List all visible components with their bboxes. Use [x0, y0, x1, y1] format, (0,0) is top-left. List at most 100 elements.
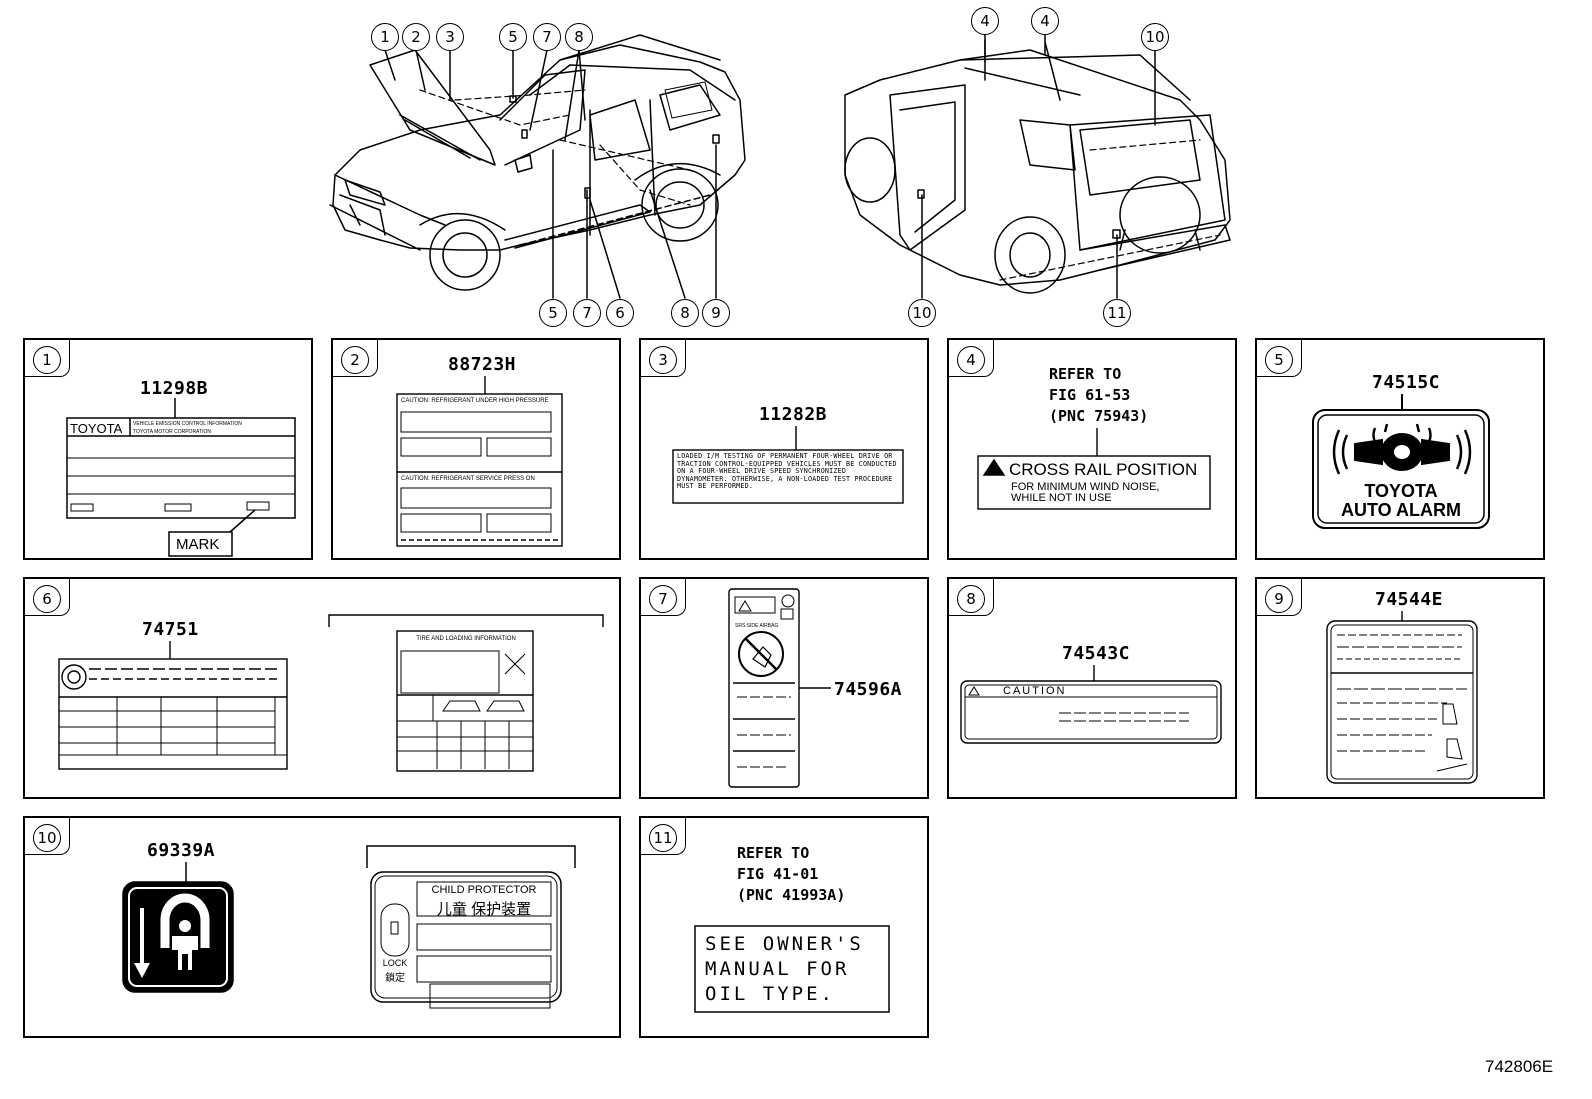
panel-6: 6 74751 TIRE AND LOADING INFOR — [23, 577, 621, 799]
auto-alarm-line-1: TOYOTA — [1364, 481, 1438, 501]
cross-rail-label-drawing — [977, 428, 1211, 510]
callout-8-front-top: 8 — [565, 23, 593, 51]
caution-title: CAUTION — [1003, 685, 1067, 697]
panel-corner — [1257, 340, 1302, 377]
drawing-id: 742806E — [1485, 1057, 1554, 1076]
panel-number: 3 — [649, 346, 677, 374]
panel-corner — [25, 818, 70, 855]
refer-to-text: REFER TO — [1049, 365, 1122, 383]
panel-8: 8 74543C CAUTION — [947, 577, 1237, 799]
panel-number: 1 — [33, 346, 61, 374]
auto-alarm-label-drawing — [1312, 394, 1490, 529]
load-label-drawing — [1326, 611, 1478, 784]
panel-number: 6 — [33, 585, 61, 613]
panel-number: 4 — [957, 346, 985, 374]
panel-4: 4 REFER TO FIG 61-53 (PNC 75943) CROSS R… — [947, 338, 1237, 560]
panel-corner — [949, 579, 994, 616]
im-test-label-drawing — [672, 426, 904, 504]
panel-7: 7 74596A SRS SIDE AIRBAG — [639, 577, 929, 799]
tire-label-drawing — [58, 614, 604, 772]
cross-rail-sub-1: FOR MINIMUM WIND NOISE, — [1011, 481, 1160, 493]
panel-3: 3 11282B LOADED I/M TESTING OF PERMANENT… — [639, 338, 929, 560]
front-vehicle — [329, 34, 746, 299]
auto-alarm-line-2: AUTO ALARM — [1341, 500, 1461, 520]
callout-7-front-bottom: 7 — [573, 299, 601, 327]
panel-corner — [641, 579, 686, 616]
panel-corner — [25, 340, 70, 377]
refer-fig-text: FIG 61-53 — [1049, 386, 1131, 404]
refer-to-text: REFER TO — [737, 844, 810, 862]
tire-label-title: TIRE AND LOADING INFORMATION — [416, 636, 516, 642]
cross-rail-sub-2: WHILE NOT IN USE — [1011, 492, 1112, 504]
part-number: 74751 — [142, 619, 199, 640]
ac-label-drawing — [396, 376, 563, 547]
panel-number: 11 — [649, 824, 677, 852]
mark-label: MARK — [176, 536, 220, 553]
panel-corner — [333, 340, 378, 377]
ac-label-line-1: CAUTION: REFRIGERANT UNDER HIGH PRESSURE — [401, 398, 549, 404]
callout-5-front-top: 5 — [499, 23, 527, 51]
im-test-text: LOADED I/M TESTING OF PERMANENT FOUR-WHE… — [677, 452, 897, 491]
callout-11-rear: 11 — [1103, 299, 1131, 327]
callout-1-front: 1 — [371, 23, 399, 51]
part-number: 69339A — [147, 840, 216, 861]
child-protector-en: CHILD PROTECTOR — [431, 884, 537, 896]
panel-corner — [949, 340, 994, 377]
oil-type-line-1: SEE OWNER'S — [705, 933, 864, 955]
panel-corner — [641, 818, 686, 855]
emission-label-drawing — [66, 398, 296, 557]
airbag-label-drawing — [728, 588, 831, 788]
vehicle-illustrations: 1 2 3 5 7 8 5 7 6 8 9 4 4 10 10 11 — [0, 0, 1592, 335]
callout-9-front: 9 — [702, 299, 730, 327]
part-number: 74596A — [834, 679, 903, 700]
callout-4-rear-b: 4 — [1031, 7, 1059, 35]
callout-4-rear-a: 4 — [971, 7, 999, 35]
panel-5: 5 74515C TOYOTA AUTO ALARM — [1255, 338, 1545, 560]
caution-label-drawing — [960, 665, 1222, 744]
callout-6-front: 6 — [606, 299, 634, 327]
panel-corner — [1257, 579, 1302, 616]
vehicle-line-drawing — [329, 31, 1231, 299]
callout-10-rear-bottom: 10 — [908, 299, 936, 327]
panel-number: 8 — [957, 585, 985, 613]
cross-rail-title: CROSS RAIL POSITION — [1009, 460, 1198, 479]
refer-pnc-text: (PNC 41993A) — [737, 886, 846, 904]
oil-type-line-3: OIL TYPE. — [705, 983, 835, 1005]
panel-1: 1 11298B TOYOTA VEHICLE EMISSION CONTROL… — [23, 338, 313, 560]
ac-label-line-2: CAUTION: REFRIGERANT SERVICE PRESS ON — [401, 476, 535, 482]
refer-fig-text: FIG 41-01 — [737, 865, 819, 883]
lock-label-cn: 鎖定 — [385, 973, 405, 984]
child-protector-cn: 儿童 保护装置 — [436, 901, 532, 918]
part-number: 74544E — [1375, 589, 1444, 610]
refer-pnc-text: (PNC 75943) — [1049, 407, 1149, 425]
panel-number: 9 — [1265, 585, 1293, 613]
panel-11: 11 REFER TO FIG 41-01 (PNC 41993A) SEE O… — [639, 816, 929, 1038]
label-subtitle: VEHICLE EMISSION CONTROL INFORMATION — [133, 421, 242, 427]
part-number: 88723H — [448, 354, 517, 375]
oil-type-label-drawing — [694, 925, 890, 1013]
panel-corner — [641, 340, 686, 377]
part-number: 74543C — [1062, 643, 1131, 664]
panel-corner — [25, 579, 70, 616]
panel-2: 2 88723H CAUTION: REFRIGERANT UNDER HIGH… — [331, 338, 621, 560]
part-number: 74515C — [1372, 372, 1441, 393]
callout-10-rear-top: 10 — [1141, 23, 1169, 51]
part-number: 11298B — [140, 378, 209, 399]
label-subtitle-2: TOYOTA MOTOR CORPORATION — [133, 429, 211, 435]
airbag-label-sub: SRS SIDE AIRBAG — [735, 623, 779, 629]
callout-5-front-bottom: 5 — [539, 299, 567, 327]
panel-9: 9 74544E — [1255, 577, 1545, 799]
rear-vehicle — [844, 31, 1231, 299]
panel-number: 7 — [649, 585, 677, 613]
panel-number: 5 — [1265, 346, 1293, 374]
oil-type-line-2: MANUAL FOR — [705, 958, 850, 980]
panel-number: 10 — [33, 824, 61, 852]
part-number: 11282B — [759, 404, 828, 425]
callout-8-front-bottom: 8 — [671, 299, 699, 327]
lock-label-en: LOCK — [382, 958, 408, 968]
callout-7-front-top: 7 — [533, 23, 561, 51]
panel-10: 10 69339A CHILD PROTECTOR 儿童 保护装置 LOCK 鎖… — [23, 816, 621, 1038]
panel-number: 2 — [341, 346, 369, 374]
callout-2-front: 2 — [402, 23, 430, 51]
callout-3-front: 3 — [436, 23, 464, 51]
